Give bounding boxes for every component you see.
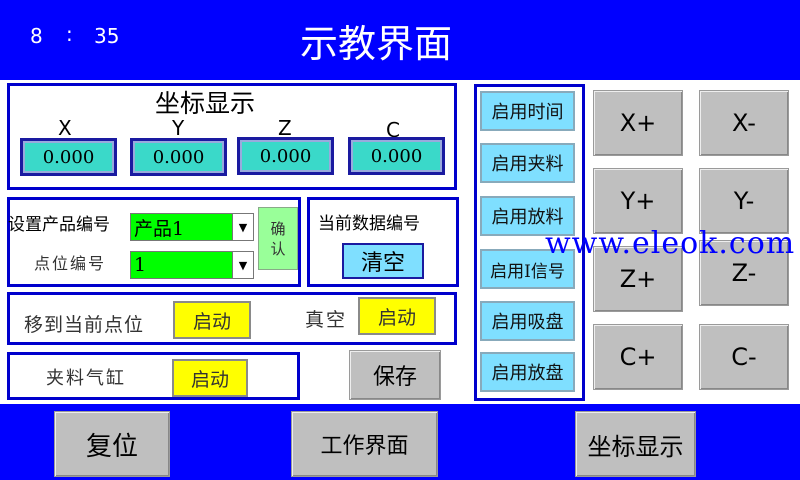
current-data-number-label: 当前数据编号 (318, 214, 420, 234)
coordinate-display-button[interactable]: 坐标显示 (575, 411, 696, 477)
enable-clamp-button[interactable]: 启用夹料 (480, 143, 575, 183)
coordinate-value-c: 0.000 (348, 137, 445, 175)
jog-y-plus-button[interactable]: Y+ (593, 168, 683, 234)
coordinate-value-z: 0.000 (237, 137, 334, 175)
clear-button[interactable]: 清空 (342, 243, 424, 279)
coordinate-panel-title: 坐标显示 (155, 89, 256, 118)
vacuum-label: 真空 (305, 309, 348, 331)
coordinate-value-y: 0.000 (130, 138, 227, 176)
enable-i-signal-button[interactable]: 启用I信号 (480, 249, 575, 289)
coordinate-value-x: 0.000 (20, 138, 117, 176)
vacuum-start-button[interactable]: 启动 (358, 297, 436, 335)
chevron-down-icon[interactable]: ▼ (232, 214, 253, 240)
clock-separator: : (66, 22, 73, 46)
work-screen-button[interactable]: 工作界面 (291, 411, 438, 477)
page-title: 示教界面 (300, 22, 453, 66)
enable-release-button[interactable]: 启用放料 (480, 196, 575, 236)
product-number-selected-value: 产品1 (134, 217, 185, 240)
confirm-button-label-top: 确 (270, 219, 286, 238)
jog-c-minus-button[interactable]: C- (699, 324, 789, 390)
set-product-number-label: 设置产品编号 (8, 215, 110, 235)
confirm-button-label-bottom: 认 (270, 239, 286, 258)
enable-suction-button[interactable]: 启用吸盘 (480, 301, 575, 341)
axis-label-z: Z (278, 116, 292, 140)
jog-z-plus-button[interactable]: Z+ (593, 246, 683, 312)
axis-label-c: C (386, 118, 400, 142)
jog-y-minus-button[interactable]: Y- (699, 168, 789, 234)
enable-tray-release-button[interactable]: 启用放盘 (480, 352, 575, 392)
move-to-point-label: 移到当前点位 (24, 314, 145, 336)
chevron-down-icon[interactable]: ▼ (232, 252, 253, 278)
enable-panel (474, 84, 585, 401)
clock-minute: 35 (94, 24, 120, 48)
save-button[interactable]: 保存 (349, 350, 441, 400)
jog-z-minus-button[interactable]: Z- (699, 240, 789, 306)
move-start-button[interactable]: 启动 (173, 301, 251, 339)
cylinder-label: 夹料气缸 (46, 368, 126, 389)
jog-x-minus-button[interactable]: X- (699, 90, 789, 156)
axis-label-x: X (58, 116, 72, 140)
enable-time-button[interactable]: 启用时间 (480, 91, 575, 131)
clock-hour: 8 (30, 24, 43, 48)
jog-c-plus-button[interactable]: C+ (593, 324, 683, 390)
point-number-label: 点位编号 (34, 254, 107, 273)
point-number-selected-value: 1 (134, 254, 147, 276)
point-number-select[interactable]: 1 ▼ (130, 251, 254, 279)
jog-x-plus-button[interactable]: X+ (593, 90, 683, 156)
header-bar (0, 0, 800, 80)
confirm-button[interactable]: 确 认 (258, 207, 298, 270)
cylinder-start-button[interactable]: 启动 (172, 359, 248, 397)
axis-label-y: Y (172, 116, 185, 140)
watermark: www.eleok.com (545, 226, 796, 261)
product-number-select[interactable]: 产品1 ▼ (130, 213, 254, 241)
reset-button[interactable]: 复位 (54, 411, 170, 477)
cylinder-panel (7, 352, 300, 400)
